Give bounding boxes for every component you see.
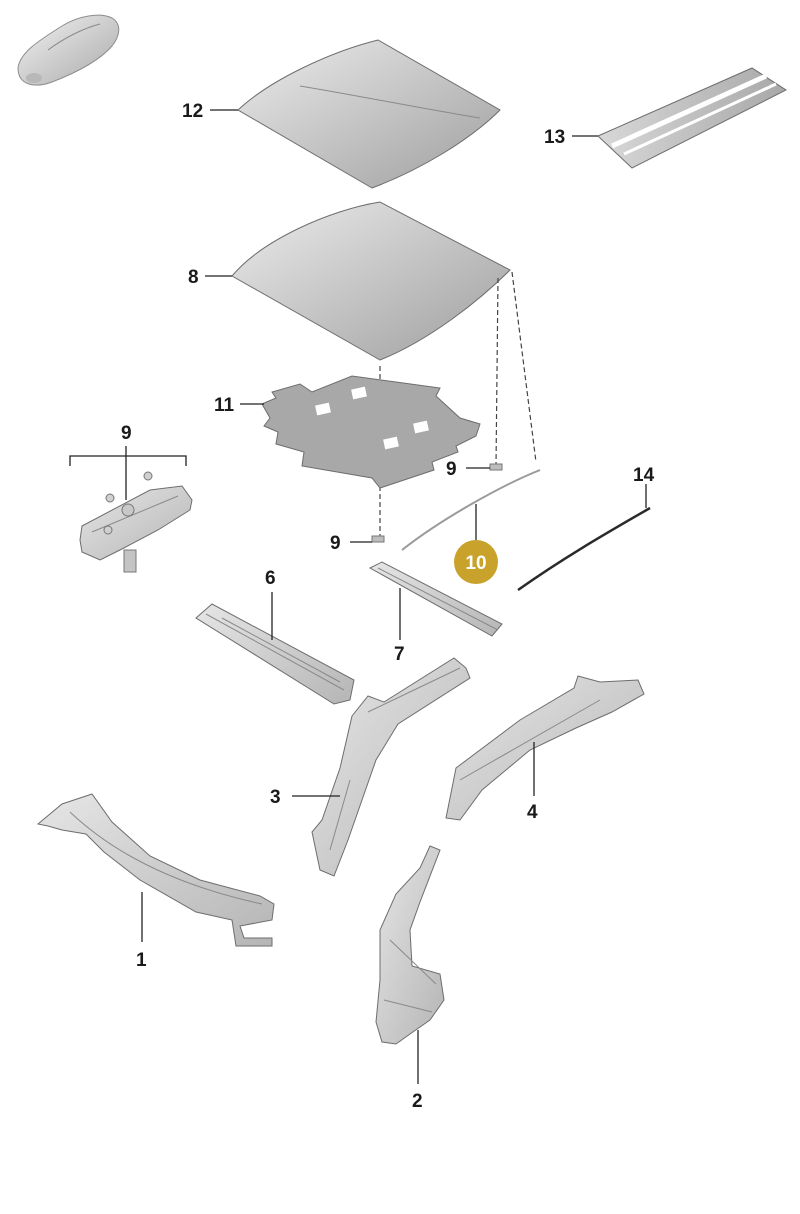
part-label-3: 3 xyxy=(270,787,281,808)
part-label-10[interactable]: 10 xyxy=(465,553,486,574)
part-label-8: 8 xyxy=(188,267,199,288)
part-12-roof-panel xyxy=(237,39,501,189)
part-label-7: 7 xyxy=(394,644,405,665)
part-4-side-rail xyxy=(445,675,645,821)
part-8-inner-roof xyxy=(231,201,511,361)
part-10-seal-strip xyxy=(401,469,541,551)
part-label-9-group: 9 xyxy=(121,423,132,444)
part-label-14: 14 xyxy=(633,465,655,486)
part-13-roof-strips xyxy=(597,67,788,169)
part-label-11: 11 xyxy=(214,395,235,416)
part-9-clip-upper xyxy=(489,463,503,471)
part-label-9-upper: 9 xyxy=(446,459,457,480)
part-9-clip-lower xyxy=(371,535,385,543)
part-11-insulation-mat xyxy=(261,375,481,489)
part-2-a-pillar-lower xyxy=(375,845,445,1045)
part-3-pillar-reinforcement xyxy=(311,657,471,877)
part-label-9-lower: 9 xyxy=(330,533,341,554)
part-7-cross-member xyxy=(368,561,503,637)
highlight-badge-10[interactable] xyxy=(454,540,498,584)
part-label-4: 4 xyxy=(527,802,538,823)
part-9-group-bracket xyxy=(69,446,193,573)
part-6-rear-frame xyxy=(195,603,355,705)
part-1-windshield-frame xyxy=(36,793,275,947)
part-label-13: 13 xyxy=(544,127,565,148)
part-label-1: 1 xyxy=(136,950,147,971)
vehicle-thumbnail xyxy=(17,14,120,86)
part-label-12: 12 xyxy=(182,101,203,122)
part-label-6: 6 xyxy=(265,568,276,589)
part-14-cable xyxy=(517,506,651,592)
part-label-2: 2 xyxy=(412,1091,423,1112)
